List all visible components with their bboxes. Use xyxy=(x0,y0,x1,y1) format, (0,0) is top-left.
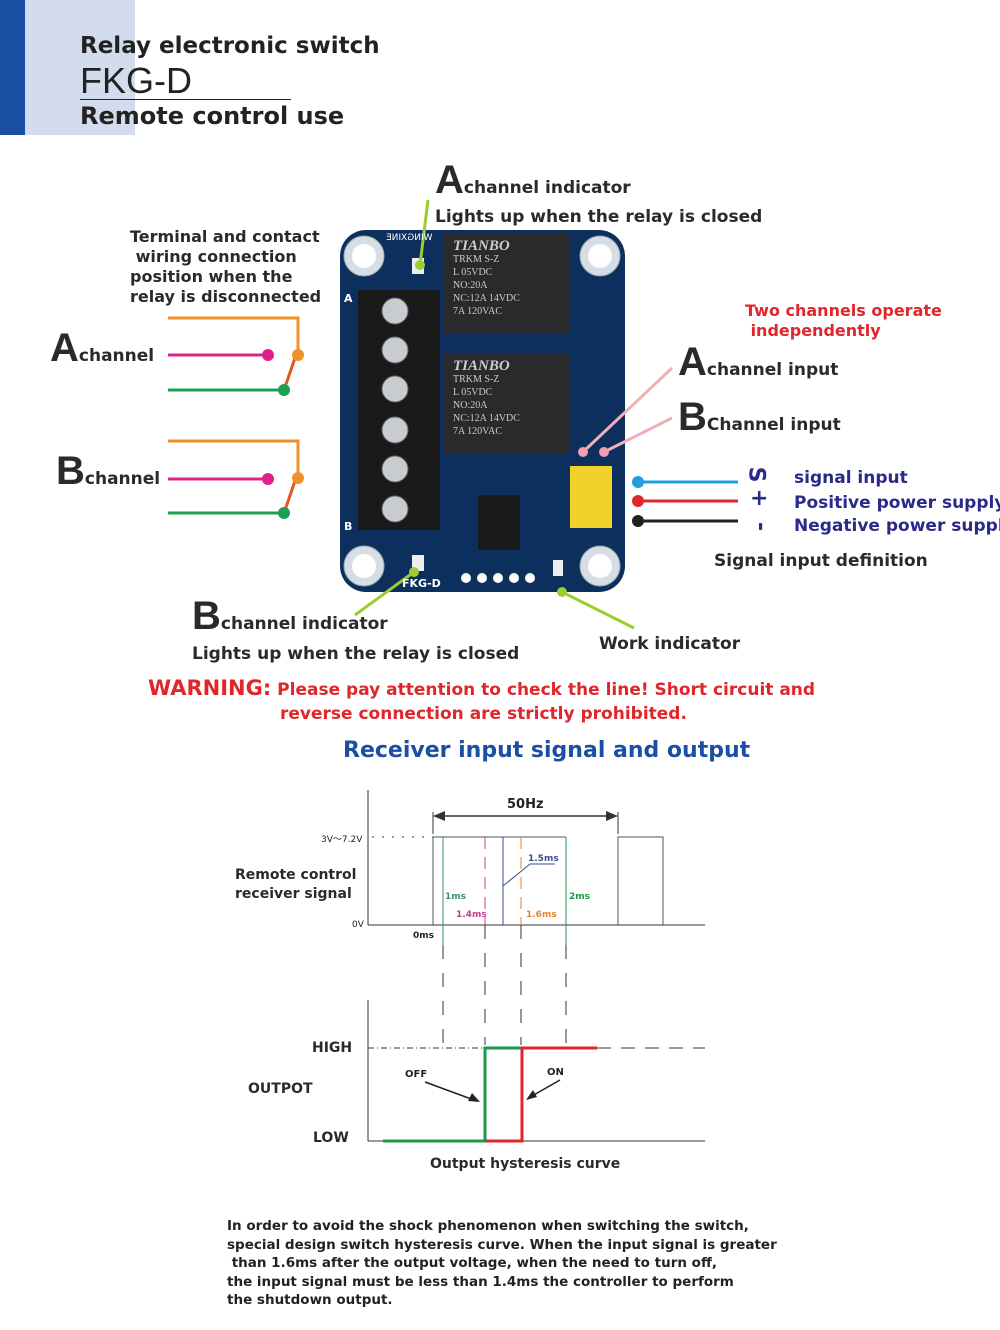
description-line: the shutdown output. xyxy=(227,1292,393,1309)
output-low-label: LOW xyxy=(313,1130,349,1146)
signal-definition-caption: Signal input definition xyxy=(714,551,928,571)
note-line: Terminal and contact xyxy=(130,227,320,246)
positive-supply-label: Positive power supply xyxy=(794,493,1000,513)
a-channel-label: Achannel xyxy=(50,326,155,370)
board-side-a: A xyxy=(344,292,353,305)
relay-spec: 7A 120VAC xyxy=(453,306,502,317)
b-channel-label: Bchannel xyxy=(56,449,161,493)
negative-supply-label: Negative power supply xyxy=(794,516,1000,536)
relay-brand: TIANBO xyxy=(453,358,510,374)
mark-2ms: 2ms xyxy=(569,892,590,902)
signal-minus-symbol: - xyxy=(748,521,774,532)
relay-spec: NO:20A xyxy=(453,280,488,291)
relay-spec: NO:20A xyxy=(453,400,488,411)
on-label: ON xyxy=(547,1067,564,1078)
section-title: Receiver input signal and output xyxy=(343,738,751,763)
page-subtitle: Remote control use xyxy=(80,102,345,130)
relay-a-label: TIANBO TRKM S-Z L 05VDC NO:20A NC:12A 14… xyxy=(453,238,520,318)
warning-line-1: WARNING: Please pay attention to check t… xyxy=(148,676,816,700)
relay-spec: L 05VDC xyxy=(453,387,493,398)
b-input-label: BChannel input xyxy=(678,395,841,439)
mark-1-4ms: 1.4ms xyxy=(456,910,487,920)
a-channel-contacts xyxy=(168,316,300,392)
signal-plus-symbol: + xyxy=(750,486,769,511)
high-voltage-label: 3V～7.2V xyxy=(321,835,363,845)
b-indicator-label: Bchannel indicator xyxy=(192,594,388,638)
a-indicator-label: Achannel indicator xyxy=(435,158,631,202)
relay-spec: TRKM S-Z xyxy=(453,254,500,265)
description-line: In order to avoid the shock phenomenon w… xyxy=(227,1218,749,1234)
relay-b-label: TIANBO TRKM S-Z L 05VDC NO:20A NC:12A 14… xyxy=(453,358,520,438)
page-title: Relay electronic switch xyxy=(80,33,380,59)
note-line: wiring connection xyxy=(130,247,297,266)
a-input-label: Achannel input xyxy=(678,340,839,384)
relay-spec: 7A 120VAC xyxy=(453,426,502,437)
b-channel-contacts xyxy=(168,439,300,515)
note-line: position when the xyxy=(130,267,293,286)
output-ylabel: OUTPOT xyxy=(248,1081,313,1097)
note-line: independently xyxy=(745,321,881,340)
note-line: relay is disconnected xyxy=(130,287,322,306)
board-brand: WINGXINE xyxy=(386,233,433,243)
mark-1-5ms: 1.5ms xyxy=(528,854,559,864)
ylabel-line: Remote control xyxy=(235,867,357,883)
relay-spec: L 05VDC xyxy=(453,267,493,278)
warning-line-2: reverse connection are strictly prohibit… xyxy=(280,704,687,724)
note-line: Two channels operate xyxy=(745,301,942,320)
off-label: OFF xyxy=(405,1069,428,1080)
period-label: 50Hz xyxy=(507,797,544,812)
description-line: than 1.6ms after the output voltage, whe… xyxy=(227,1255,718,1272)
header-accent-bar xyxy=(0,0,25,135)
relay-brand: TIANBO xyxy=(453,238,510,254)
description-line: special design switch hysteresis curve. … xyxy=(227,1236,777,1253)
signal-s-symbol: S xyxy=(743,466,769,483)
title-divider xyxy=(80,99,291,100)
model-name: FKG-D xyxy=(80,60,192,101)
work-indicator-label: Work indicator xyxy=(599,634,741,654)
timing-chart xyxy=(367,790,705,1045)
ylabel-line: receiver signal xyxy=(235,886,352,902)
signal-input-label: signal input xyxy=(794,468,908,488)
timing-ylabel: Remote control receiver signal xyxy=(235,866,356,904)
output-caption: Output hysteresis curve xyxy=(430,1156,621,1172)
header-panel xyxy=(25,0,135,135)
origin-label: 0ms xyxy=(413,931,434,941)
board-side-b: B xyxy=(344,520,353,533)
relay-spec: NC:12A 14VDC xyxy=(453,413,520,424)
relay-spec: TRKM S-Z xyxy=(453,374,500,385)
output-chart xyxy=(367,1000,705,1143)
terminal-note: Terminal and contact wiring connection p… xyxy=(130,227,321,307)
zero-voltage-label: 0V xyxy=(352,920,364,930)
description-line: the input signal must be less than 1.4ms… xyxy=(227,1273,734,1290)
description: In order to avoid the shock phenomenon w… xyxy=(227,1217,777,1310)
independent-note: Two channels operate independently xyxy=(745,301,942,341)
relay-board-image xyxy=(340,230,625,592)
mark-1ms: 1ms xyxy=(445,892,466,902)
a-indicator-note: Lights up when the relay is closed xyxy=(435,207,763,227)
b-indicator-note: Lights up when the relay is closed xyxy=(192,644,520,664)
mark-1-6ms: 1.6ms xyxy=(526,910,557,920)
board-model: FKG-D xyxy=(402,577,441,590)
output-high-label: HIGH xyxy=(312,1040,353,1056)
relay-spec: NC:12A 14VDC xyxy=(453,293,520,304)
